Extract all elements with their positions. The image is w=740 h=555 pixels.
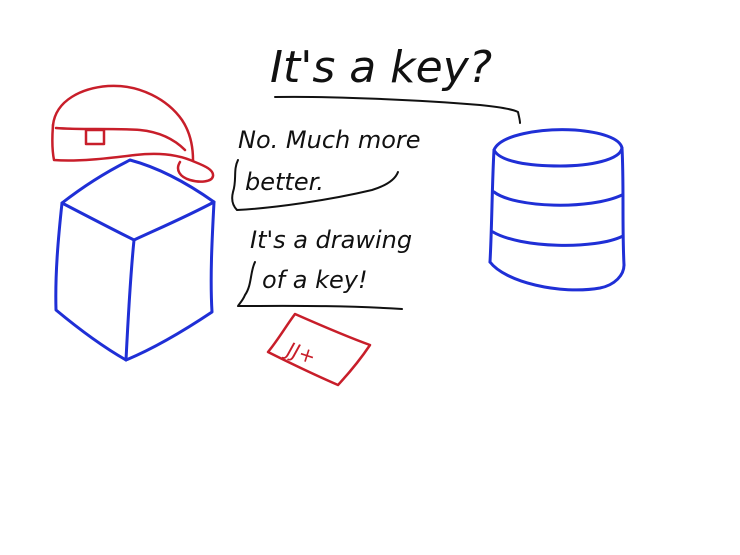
key-card-icon: JJ+ (266, 312, 372, 387)
cylinder-left-side (488, 148, 496, 264)
title-speech-tail (274, 95, 521, 124)
cylinder-bottom (488, 260, 626, 292)
cylinder-right-side (620, 146, 626, 267)
reply2-line1: It's a drawing (250, 226, 412, 254)
hat-band-inner (54, 126, 187, 152)
reply2-speech-tail (237, 261, 403, 310)
reply2-line2: of a key! (262, 266, 368, 294)
reply1-speech-tail (231, 159, 399, 211)
reply1-line2: better. (245, 168, 324, 196)
card-label: JJ+ (280, 336, 318, 369)
cube-left-face (54, 201, 136, 362)
cylinder-band-1 (492, 190, 624, 207)
hat-body (51, 84, 195, 162)
database-cylinder-icon (488, 128, 626, 292)
santa-hat-icon (51, 84, 215, 183)
cylinder-band-2 (491, 230, 625, 247)
title-text: It's a key? (270, 42, 492, 93)
reply1-line1: No. Much more (238, 126, 421, 154)
hat-buckle (84, 128, 106, 146)
cylinder-top (492, 128, 624, 168)
hat-brim (51, 123, 215, 183)
cube-top-face (60, 158, 216, 242)
cube-icon (54, 158, 216, 362)
cube-right-face (124, 200, 216, 362)
card-outline (266, 312, 372, 387)
